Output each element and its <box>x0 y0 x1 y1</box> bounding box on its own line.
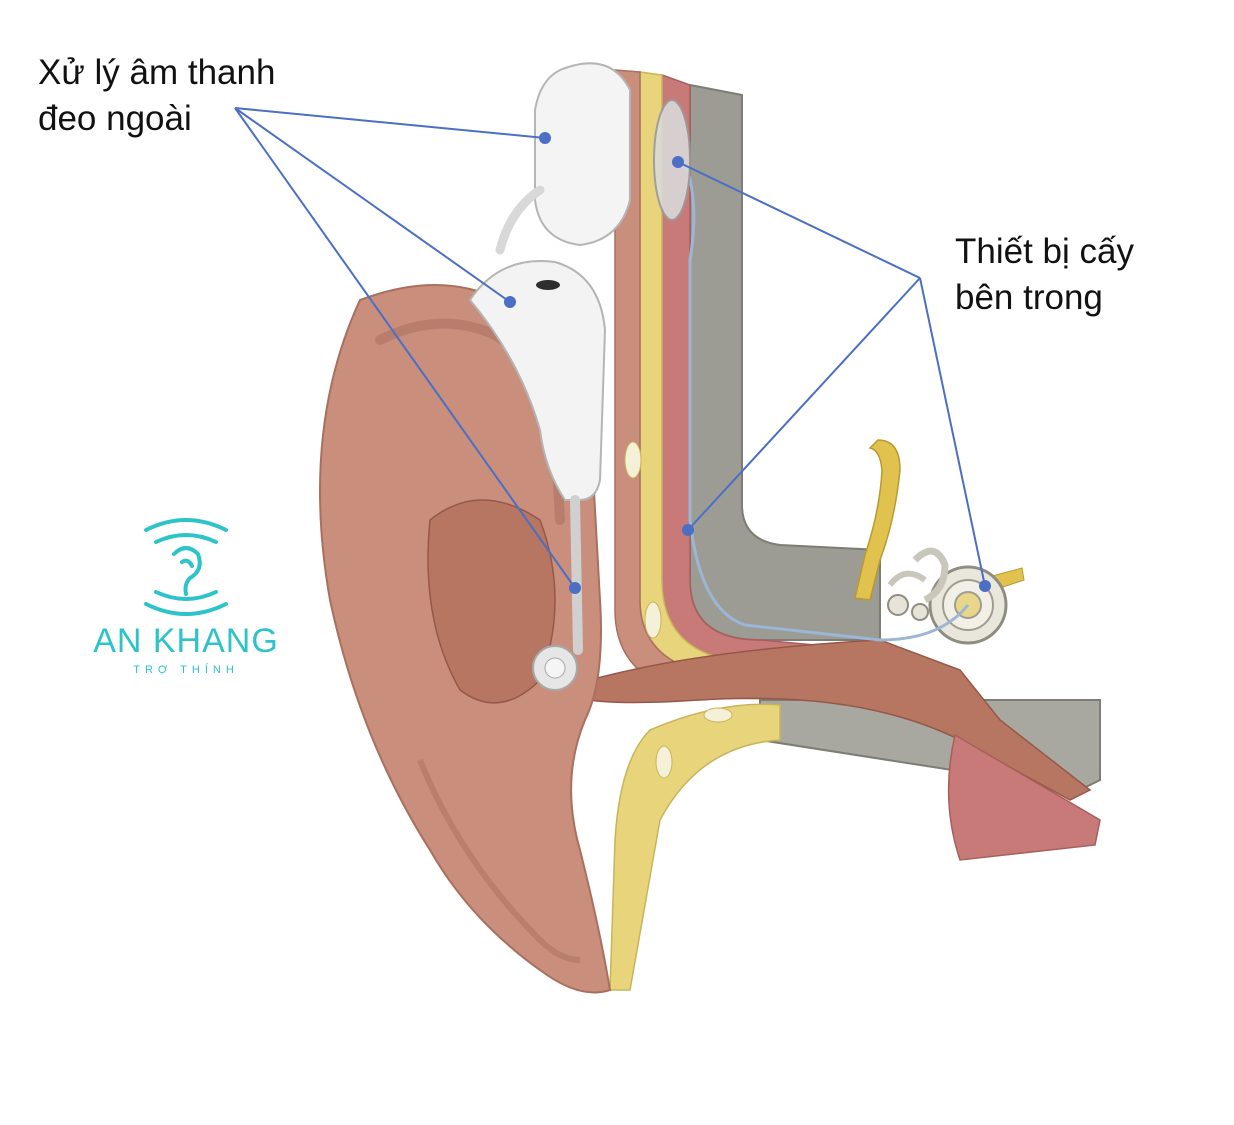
external-label-line2: đeo ngoài <box>38 99 192 138</box>
inner-ear <box>887 547 1008 645</box>
internal-label-line1: Thiết bị cấy <box>955 232 1134 271</box>
ear-canal <box>589 639 1092 801</box>
fat-pocket <box>703 707 733 723</box>
leader-dots <box>504 132 991 594</box>
behind-ear-processor <box>468 260 607 691</box>
logo-subtitle: TRỢ THÍNH <box>133 664 239 676</box>
auditory-nerve <box>854 439 901 601</box>
pinna-lobe-shadow <box>417 758 581 963</box>
fat-pocket <box>655 745 673 779</box>
internal-label-line2: bên trong <box>955 278 1103 317</box>
leader-lines <box>234 107 986 589</box>
electrode-lead <box>682 159 970 642</box>
internal-implant-label: Thiết bị cấy bên trong <box>955 229 1134 321</box>
external-processor-label: Xử lý âm thanh đeo ngoài <box>38 50 275 142</box>
fat-pocket <box>644 601 662 639</box>
tensor-muscle <box>947 733 1101 861</box>
an-khang-logo: AN KHANG TRỢ THÍNH <box>86 512 286 682</box>
logo-name: AN KHANG <box>93 622 279 660</box>
temporal-bone <box>689 83 881 641</box>
implant-receiver <box>653 99 691 221</box>
external-coil <box>495 62 631 255</box>
canal-floor-fat <box>609 703 781 991</box>
external-label-line1: Xử lý âm thanh <box>38 53 276 92</box>
ear-logo-icon <box>144 518 228 616</box>
fat-pocket <box>624 441 642 479</box>
outer-ear-pinna <box>319 284 612 994</box>
